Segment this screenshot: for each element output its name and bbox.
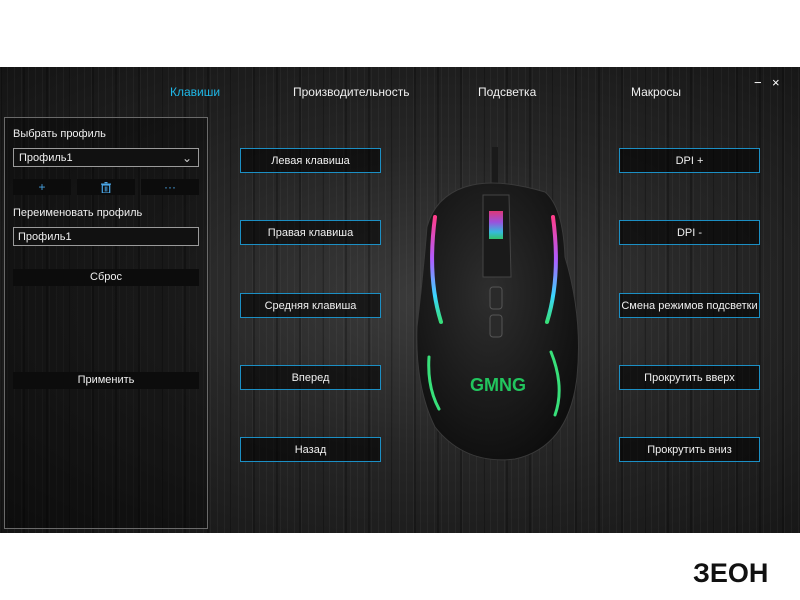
chevron-down-icon: ⌄: [181, 151, 192, 165]
rename-profile-input[interactable]: Профиль1: [13, 227, 199, 246]
delete-profile-button[interactable]: [77, 179, 135, 195]
more-options-button[interactable]: ···: [141, 179, 199, 195]
minimize-button[interactable]: −: [754, 75, 762, 90]
tab-keys[interactable]: Клавиши: [170, 85, 221, 99]
right-rgb-strip: [545, 215, 558, 324]
profile-select[interactable]: Профиль1 ⌄: [13, 148, 199, 167]
rename-profile-label: Переименовать профиль: [13, 207, 143, 219]
left-key-button[interactable]: Левая клавиша: [240, 148, 381, 173]
dpi-down-button[interactable]: DPI -: [619, 220, 760, 245]
mouse-illustration: GMNG: [416, 147, 579, 461]
lighting-mode-button[interactable]: Смена режимов подсветки: [619, 293, 760, 318]
scroll-down-button[interactable]: Прокрутить вниз: [619, 437, 760, 462]
profile-select-value: Профиль1: [19, 152, 73, 164]
dpi-button-bottom: [489, 314, 503, 338]
mouse-logo: GMNG: [470, 375, 526, 395]
dpi-button-top: [489, 286, 503, 310]
left-lower-glow: [427, 355, 441, 411]
close-button[interactable]: ×: [772, 75, 780, 90]
dpi-up-button[interactable]: DPI +: [619, 148, 760, 173]
scroll-wheel: [489, 211, 503, 239]
select-profile-label: Выбрать профиль: [13, 128, 106, 140]
middle-key-button[interactable]: Средняя клавиша: [240, 293, 381, 318]
tab-lighting[interactable]: Подсветка: [478, 85, 537, 99]
reset-button[interactable]: Сброс: [13, 269, 199, 286]
plus-icon: +: [38, 180, 46, 194]
zeon-watermark-logo: ЗЕОН: [693, 558, 768, 588]
back-button[interactable]: Назад: [240, 437, 381, 462]
right-lower-glow: [549, 350, 561, 417]
forward-button[interactable]: Вперед: [240, 365, 381, 390]
more-icon: ···: [164, 180, 176, 194]
trash-icon: [101, 182, 111, 194]
profile-panel: Выбрать профиль Профиль1 ⌄ + ··· Переиме…: [4, 117, 208, 529]
tab-bar: Клавиши Производительность Подсветка Мак…: [0, 85, 800, 105]
left-rgb-strip: [430, 215, 443, 324]
add-profile-button[interactable]: +: [13, 179, 71, 195]
zeon-watermark: ЗЕОН: [693, 558, 768, 588]
tab-macros[interactable]: Макросы: [631, 85, 682, 99]
scroll-up-button[interactable]: Прокрутить вверх: [619, 365, 760, 390]
apply-button[interactable]: Применить: [13, 372, 199, 389]
app-window: − × Клавиши Производительность Подсветка…: [0, 67, 800, 533]
right-key-button[interactable]: Правая клавиша: [240, 220, 381, 245]
tab-performance[interactable]: Производительность: [293, 85, 410, 99]
